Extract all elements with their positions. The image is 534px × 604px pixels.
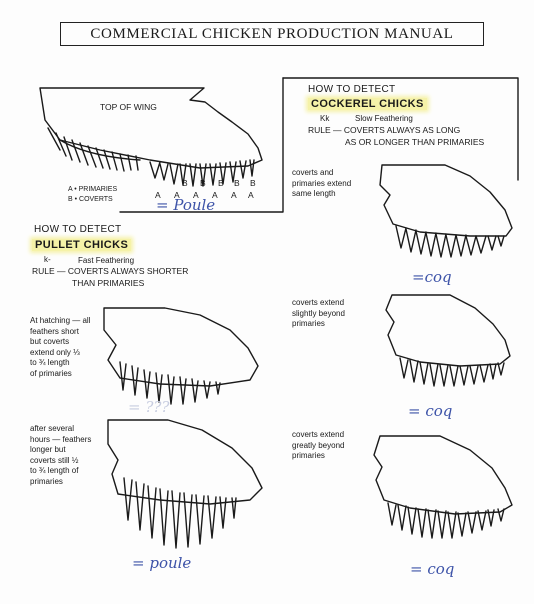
cockerel-rule-2: AS OR LONGER THAN PRIMARIES xyxy=(345,137,485,147)
handwritten-poule-top: = Poule xyxy=(156,196,216,214)
letter-b: B xyxy=(218,178,224,188)
letter-a: A xyxy=(174,190,180,200)
letter-a: A xyxy=(193,190,199,200)
caption-line: hours — feathers xyxy=(30,434,92,444)
caption-line: to ¾ length xyxy=(30,358,70,367)
letter-a: A xyxy=(212,190,218,200)
pullet-how-to: HOW TO DETECT xyxy=(34,224,122,235)
letter-b: B xyxy=(200,178,206,188)
handwritten-coq-1: =coq xyxy=(412,268,452,286)
caption-line: but coverts xyxy=(30,337,70,346)
pullet-title: PULLET CHICKS xyxy=(32,239,132,251)
caption-line: coverts still ½ xyxy=(30,455,79,465)
caption-line: to ¾ length of xyxy=(30,466,79,475)
caption-line: after several xyxy=(30,424,75,433)
caption-line: primaries xyxy=(292,319,325,328)
pullet-caption-1: At hatching — all feathers short but cov… xyxy=(30,316,120,379)
pullet-rule-1: RULE — COVERTS ALWAYS SHORTER xyxy=(32,266,189,276)
caption-line: coverts extend xyxy=(292,298,345,307)
letter-b: B xyxy=(182,178,188,188)
title-box: COMMERCIAL CHICKEN PRODUCTION MANUAL xyxy=(60,22,484,46)
cockerel-wing-3 xyxy=(373,435,513,539)
pullet-gene-desc: Fast Feathering xyxy=(78,256,135,265)
letter-a: A xyxy=(155,190,161,200)
cockerel-wing-2 xyxy=(385,294,511,387)
caption-line: greatly beyond xyxy=(292,440,345,450)
caption-line: primaries xyxy=(30,476,63,486)
caption-line: slightly beyond xyxy=(292,308,345,318)
pullet-wing-2 xyxy=(107,419,263,549)
cockerel-gene-desc: Slow Feathering xyxy=(355,114,413,123)
caption-line: feathers short xyxy=(30,326,79,336)
caption-line: primaries xyxy=(292,451,325,460)
letter-a: A xyxy=(231,190,237,200)
top-of-wing-label: TOP OF WING xyxy=(100,102,157,112)
cockerel-rule-1: RULE — COVERTS ALWAYS AS LONG xyxy=(308,125,461,135)
cockerel-caption-3: coverts extend greatly beyond primaries xyxy=(292,430,382,462)
caption-line: At hatching — all xyxy=(30,316,91,325)
handwritten-coq-3: = coq xyxy=(410,560,455,578)
caption-line: coverts extend xyxy=(292,430,345,439)
cockerel-caption-1: coverts and primaries extend same length xyxy=(292,168,382,200)
handwritten-faded: = ??? xyxy=(128,398,170,416)
pullet-rule-2: THAN PRIMARIES xyxy=(72,278,145,288)
caption-line: coverts and xyxy=(292,168,334,177)
pullet-wing-1 xyxy=(103,307,259,405)
cockerel-title: COCKEREL CHICKS xyxy=(308,98,427,110)
pullet-gene: k- xyxy=(44,255,51,264)
caption-line: extend only ⅓ xyxy=(30,347,80,357)
legend-coverts: B • COVERTS xyxy=(68,196,113,203)
caption-line: of primaries xyxy=(30,368,72,378)
cockerel-wing-1 xyxy=(379,164,513,258)
caption-line: longer but xyxy=(30,445,66,454)
legend-primaries: A • PRIMARIES xyxy=(68,186,118,193)
handwritten-coq-2: = coq xyxy=(408,402,453,420)
cockerel-caption-2: coverts extend slightly beyond primaries xyxy=(292,298,382,330)
cockerel-gene: Kk xyxy=(320,114,330,123)
letter-a: A xyxy=(248,190,254,200)
letter-b: B xyxy=(250,178,256,188)
caption-line: same length xyxy=(292,189,336,198)
cockerel-how-to: HOW TO DETECT xyxy=(308,84,396,95)
page-title: COMMERCIAL CHICKEN PRODUCTION MANUAL xyxy=(90,25,454,42)
handwritten-poule-bottom: = poule xyxy=(132,554,192,572)
caption-line: primaries extend xyxy=(292,178,352,188)
letter-b: B xyxy=(234,178,240,188)
pullet-caption-2: after several hours — feathers longer bu… xyxy=(30,424,120,487)
top-wing-drawing xyxy=(39,87,263,187)
